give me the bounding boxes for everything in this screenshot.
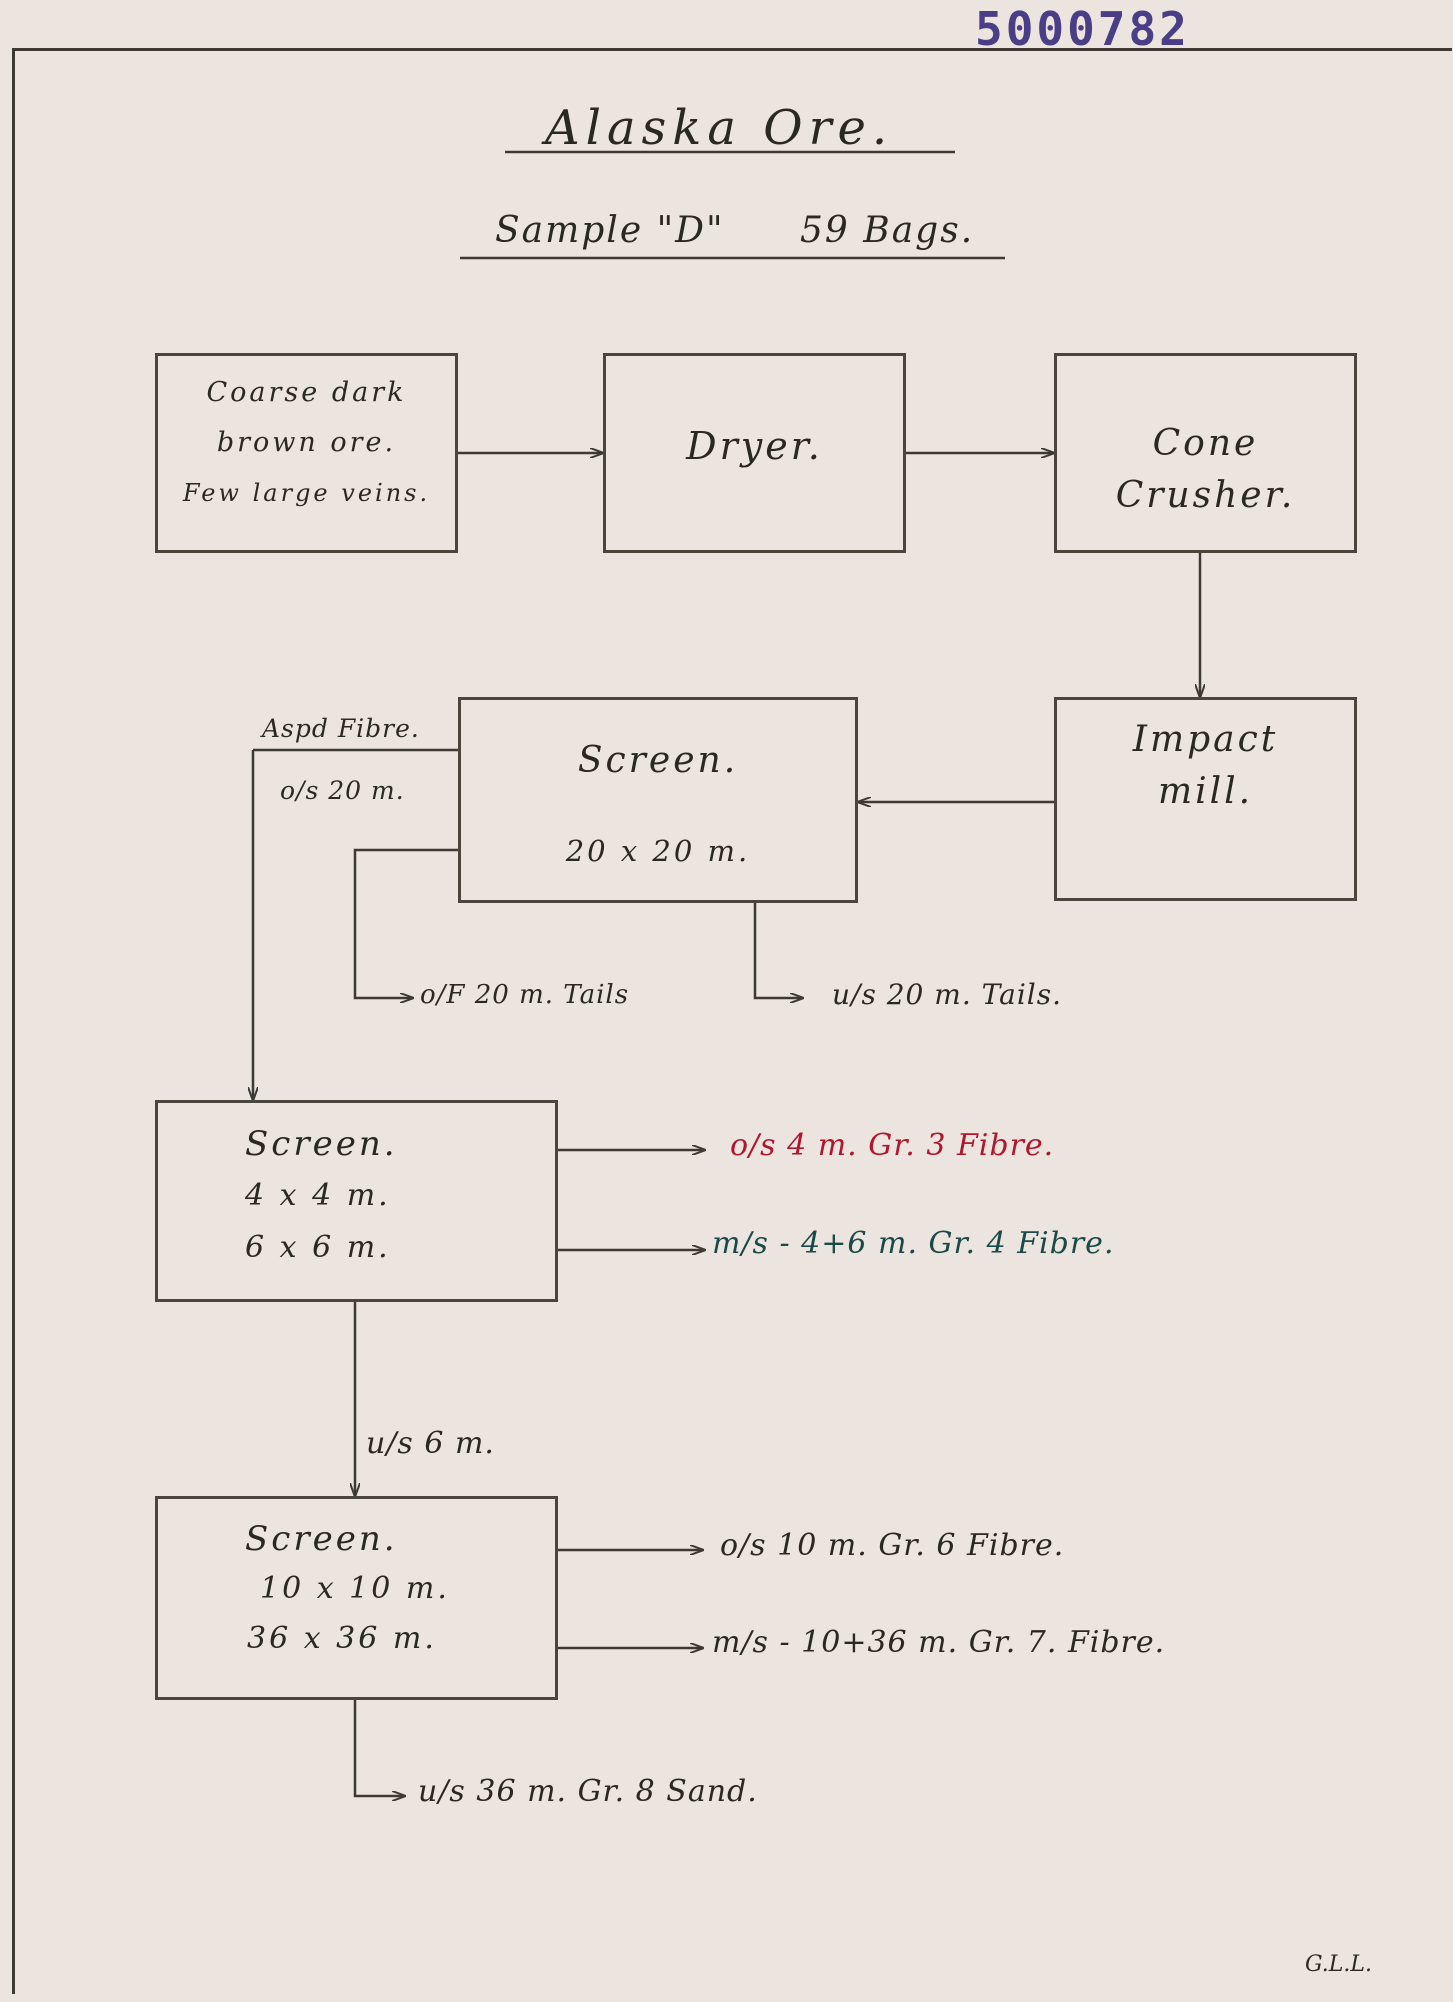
label-aspd-fibre: Aspd Fibre. bbox=[262, 714, 420, 743]
label-ms-4-6-gr4: m/s - 4+6 m. Gr. 4 Fibre. bbox=[712, 1226, 1115, 1261]
arrow-us-36m bbox=[353, 1700, 405, 1796]
label-os-20m: o/s 20 m. bbox=[280, 776, 405, 805]
screen1-line-1: Screen. bbox=[577, 740, 739, 781]
sample-label: Sample "D" bbox=[495, 210, 725, 251]
label-us-6m: u/s 6 m. bbox=[366, 1426, 495, 1461]
label-os-10m-gr6: o/s 10 m. Gr. 6 Fibre. bbox=[720, 1528, 1065, 1563]
label-ms-10-36-gr7: m/s - 10+36 m. Gr. 7. Fibre. bbox=[712, 1625, 1166, 1660]
arrow-of-tails bbox=[353, 848, 458, 998]
box-ore-text: Coarse dark brown ore. Few large veins. bbox=[155, 368, 458, 518]
screen3-line-2: 10 x 10 m. bbox=[260, 1571, 450, 1606]
label-us-20m-tails: u/s 20 m. Tails. bbox=[832, 978, 1062, 1011]
bag-count: 59 Bags. bbox=[800, 210, 975, 251]
box-screen-2-text: Screen. 4 x 4 m. 6 x 6 m. bbox=[155, 1118, 558, 1274]
page-title: Alaska Ore. bbox=[545, 100, 894, 156]
box-impact-mill bbox=[1054, 697, 1357, 901]
box-screen-1 bbox=[458, 697, 858, 903]
arrow-us-tails bbox=[753, 903, 803, 998]
box-dryer-text: Dryer. bbox=[686, 424, 823, 468]
cone-line-1: Cone bbox=[1152, 423, 1259, 464]
page-frame bbox=[12, 48, 1452, 1994]
box-screen-3-text: Screen. 10 x 10 m. 36 x 36 m. bbox=[155, 1514, 558, 1664]
impact-line-2: mill. bbox=[1157, 771, 1254, 812]
screen1-line-2: 20 x 20 m. bbox=[565, 834, 751, 868]
ore-line-1: Coarse dark bbox=[206, 377, 407, 408]
box-cone-crusher bbox=[1054, 353, 1357, 553]
ore-line-3: Few large veins. bbox=[182, 479, 431, 507]
box-screen-1-text: Screen. 20 x 20 m. bbox=[458, 716, 858, 896]
box-screen-3 bbox=[155, 1496, 558, 1700]
label-us-36m-gr8: u/s 36 m. Gr. 8 Sand. bbox=[418, 1774, 758, 1809]
label-os-4m-gr3: o/s 4 m. Gr. 3 Fibre. bbox=[730, 1128, 1055, 1163]
screen2-line-2: 4 x 4 m. bbox=[245, 1178, 391, 1213]
box-dryer bbox=[603, 353, 906, 553]
screen3-line-1: Screen. bbox=[245, 1519, 398, 1559]
box-impact-mill-text: Impact mill. bbox=[1054, 714, 1357, 818]
screen3-line-3: 36 x 36 m. bbox=[247, 1621, 437, 1656]
ore-line-2: brown ore. bbox=[216, 427, 397, 458]
author-initials: G.L.L. bbox=[1305, 1952, 1372, 1977]
document-number-stamp: 5000782 bbox=[975, 2, 1190, 56]
box-screen-2 bbox=[155, 1100, 558, 1302]
screen2-line-3: 6 x 6 m. bbox=[245, 1230, 391, 1265]
label-of-20m-tails: o/F 20 m. Tails bbox=[420, 980, 630, 1010]
impact-line-1: Impact bbox=[1132, 719, 1279, 760]
box-cone-crusher-text: Cone Crusher. bbox=[1054, 418, 1357, 522]
cone-line-2: Crusher. bbox=[1115, 475, 1296, 516]
box-ore bbox=[155, 353, 458, 553]
screen2-line-1: Screen. bbox=[245, 1124, 398, 1164]
